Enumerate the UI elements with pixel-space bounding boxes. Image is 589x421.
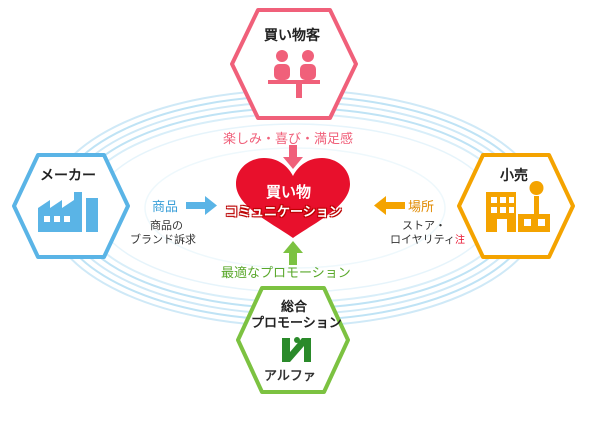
promotion-title-line1: 総合: [281, 300, 308, 315]
flow-bottom-label: 最適なプロモーション: [221, 266, 351, 281]
alpha-logo-icon: [282, 337, 311, 362]
shopper-node: [230, 8, 358, 120]
flow-right-sub-line2: ロイヤリティ: [390, 233, 456, 246]
factory-icon: [38, 192, 98, 232]
shopper-icon: [268, 50, 320, 98]
arrow-bottom-to-center: [283, 241, 303, 265]
arrow-right-to-center: [374, 196, 405, 215]
maker-title: メーカー: [40, 168, 96, 184]
flow-left-main-label: 商品: [152, 200, 179, 215]
shopper-title: 買い物客: [264, 28, 320, 44]
flow-right-sub-line2-wrap: ロイヤリティ注: [390, 231, 465, 247]
flow-left-sub-line1: 商品の: [150, 219, 183, 232]
center-line2: コミュニケーション: [225, 205, 342, 220]
arrow-top-to-center: [283, 145, 303, 169]
flow-right-sub-line1: ストア・: [402, 219, 446, 232]
arrow-left-to-center: [186, 196, 217, 215]
flow-right-main-label: 場所: [408, 200, 435, 215]
center-line1: 買い物: [266, 183, 312, 201]
maker-node: [12, 153, 130, 259]
flow-right-note: 注: [455, 235, 466, 246]
store-icon: [486, 181, 550, 232]
promotion-logo-text: アルファ: [264, 369, 316, 384]
promotion-node: [236, 286, 350, 394]
promotion-title-line2: プロモーション: [251, 316, 342, 331]
retail-title: 小売: [500, 168, 528, 184]
retail-node: [457, 153, 575, 259]
center-heart: [236, 158, 350, 238]
flow-top-label: 楽しみ・喜び・満足感: [223, 132, 354, 147]
flow-left-sub-line2: ブランド訴求: [130, 233, 196, 246]
